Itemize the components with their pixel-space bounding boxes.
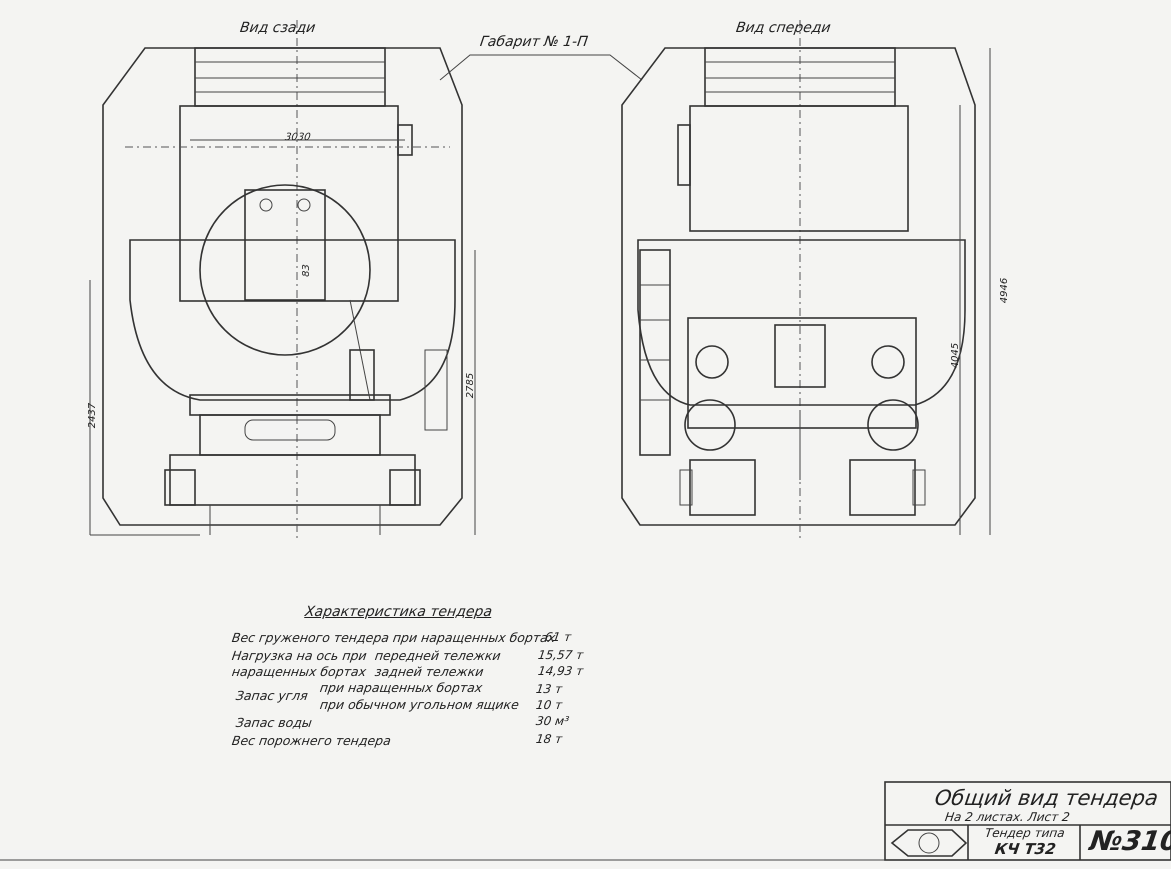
spec-line: Запас воды — [234, 715, 313, 730]
spec-value: 15,57 т — [537, 648, 585, 662]
dimension-4946: 4946 — [999, 277, 1011, 304]
spec-value: 61 т — [544, 630, 573, 644]
spec-line: при обычном угольном ящике — [318, 697, 520, 712]
gauge-outline-front — [621, 47, 976, 526]
front-view-label: Вид спереди — [734, 20, 832, 36]
drawing-number: №3101 — [1087, 826, 1171, 857]
spec-value: 10 т — [535, 698, 564, 712]
spec-line: задней тележки — [373, 664, 485, 679]
drawing-title: Общий вид тендера — [933, 786, 1160, 810]
dimension-3030: 3030 — [284, 132, 312, 143]
spec-value: 18 т — [535, 732, 564, 746]
rear-view-drawing — [89, 20, 476, 540]
spec-line: Вес груженого тендера при наращенных бор… — [230, 630, 557, 645]
spec-line: наращенных бортах — [230, 664, 368, 679]
spec-value: 13 т — [535, 682, 564, 696]
rear-view-label: Вид сзади — [238, 20, 317, 36]
dimension-4045: 4045 — [950, 342, 962, 369]
dimension-2437: 2437 — [87, 402, 99, 429]
gauge-outline-rear — [102, 47, 463, 526]
spec-value: 30 м³ — [535, 714, 570, 728]
sheet-info: На 2 листах. Лист 2 — [944, 810, 1071, 824]
spec-line: Запас угля — [234, 688, 309, 703]
front-view-drawing — [621, 20, 991, 540]
spec-value: 14,93 т — [537, 664, 585, 678]
tender-type-value: КЧ Т32 — [993, 840, 1057, 858]
spec-line: передней тележки — [373, 648, 502, 663]
spec-line: при наращенных бортах — [318, 680, 484, 695]
title-block-frame — [884, 781, 1171, 861]
spec-line: Нагрузка на ось при — [230, 648, 368, 663]
dimension-83: 83 — [300, 264, 312, 277]
tender-type-label: Тендер типа — [984, 826, 1066, 840]
dimension-2785: 2785 — [465, 372, 477, 399]
logo-emblem — [890, 829, 968, 857]
spec-line: Вес порожнего тендера — [230, 733, 392, 748]
characteristics-title: Характеристика тендера — [303, 604, 494, 620]
gauge-label: Габарит № 1-П — [478, 34, 589, 50]
